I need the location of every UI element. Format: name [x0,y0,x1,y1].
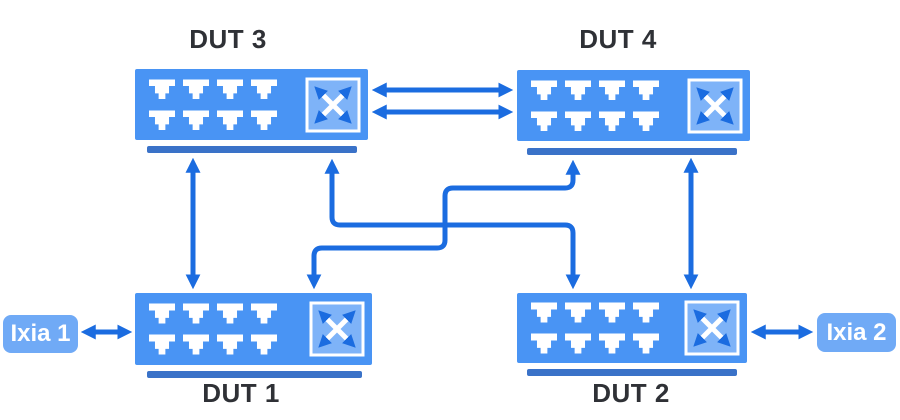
ethernet-port-icon [217,334,243,355]
ethernet-port-icon [149,79,175,99]
crossbar-switch-icon [303,75,363,135]
crossbar-switch-icon [682,298,742,358]
ethernet-port-icon [531,333,557,354]
ethernet-port-icon [633,302,659,323]
ethernet-port-icon [251,334,277,355]
ethernet-port-icon [531,302,557,323]
crossbar-switch-icon [685,76,745,136]
dut4-label: DUT 4 [579,24,657,54]
ethernet-port-icon [633,111,659,131]
port-group [149,303,277,355]
ethernet-port-icon [251,303,277,324]
ethernet-port-icon [599,111,625,131]
port-group [531,80,659,131]
dut2-label: DUT 2 [592,378,670,408]
crossbar-x-arrows-icon [684,300,740,356]
crossbar-x-arrows-icon [687,78,743,133]
dut3-switch-node [135,69,368,140]
ethernet-port-icon [183,110,209,130]
ethernet-port-icon [217,303,243,324]
dut1-base-bar [147,371,362,378]
port-group [531,302,659,354]
ethernet-port-icon [565,80,591,100]
dut2-base-bar [527,369,737,376]
ethernet-port-icon [183,79,209,99]
crossbar-x-arrows-icon [305,77,361,132]
crossbar-x-arrows-icon [309,301,365,357]
ethernet-port-icon [633,80,659,100]
ethernet-port-icon [183,303,209,324]
ethernet-port-icon [217,110,243,130]
ethernet-port-icon [149,303,175,324]
ixia1-node: Ixia 1 [3,315,78,353]
link-dut4-dut1-zigzag [306,159,581,290]
ethernet-port-icon [599,333,625,354]
ethernet-port-icon [183,334,209,355]
ethernet-port-icon [149,334,175,355]
dut3-base-bar [147,146,357,153]
ixia1-label: Ixia 1 [10,320,71,347]
ethernet-port-icon [565,302,591,323]
dut3-label: DUT 3 [189,24,267,54]
ethernet-port-icon [599,80,625,100]
ixia2-label: Ixia 2 [826,318,887,346]
ethernet-port-icon [251,110,277,130]
ethernet-port-icon [531,80,557,100]
ethernet-port-icon [217,79,243,99]
ethernet-port-icon [251,79,277,99]
ixia2-node: Ixia 2 [817,313,896,352]
ethernet-port-icon [149,110,175,130]
ethernet-port-icon [565,111,591,131]
dut1-label: DUT 1 [202,378,280,408]
dut4-switch-node [517,70,750,141]
ethernet-port-icon [531,111,557,131]
dut1-switch-node [135,293,372,365]
dut4-base-bar [527,148,737,155]
ethernet-port-icon [599,302,625,323]
ethernet-port-icon [633,333,659,354]
ethernet-port-icon [565,333,591,354]
dut2-switch-node [517,293,747,363]
crossbar-switch-icon [307,299,367,359]
port-group [149,79,277,130]
